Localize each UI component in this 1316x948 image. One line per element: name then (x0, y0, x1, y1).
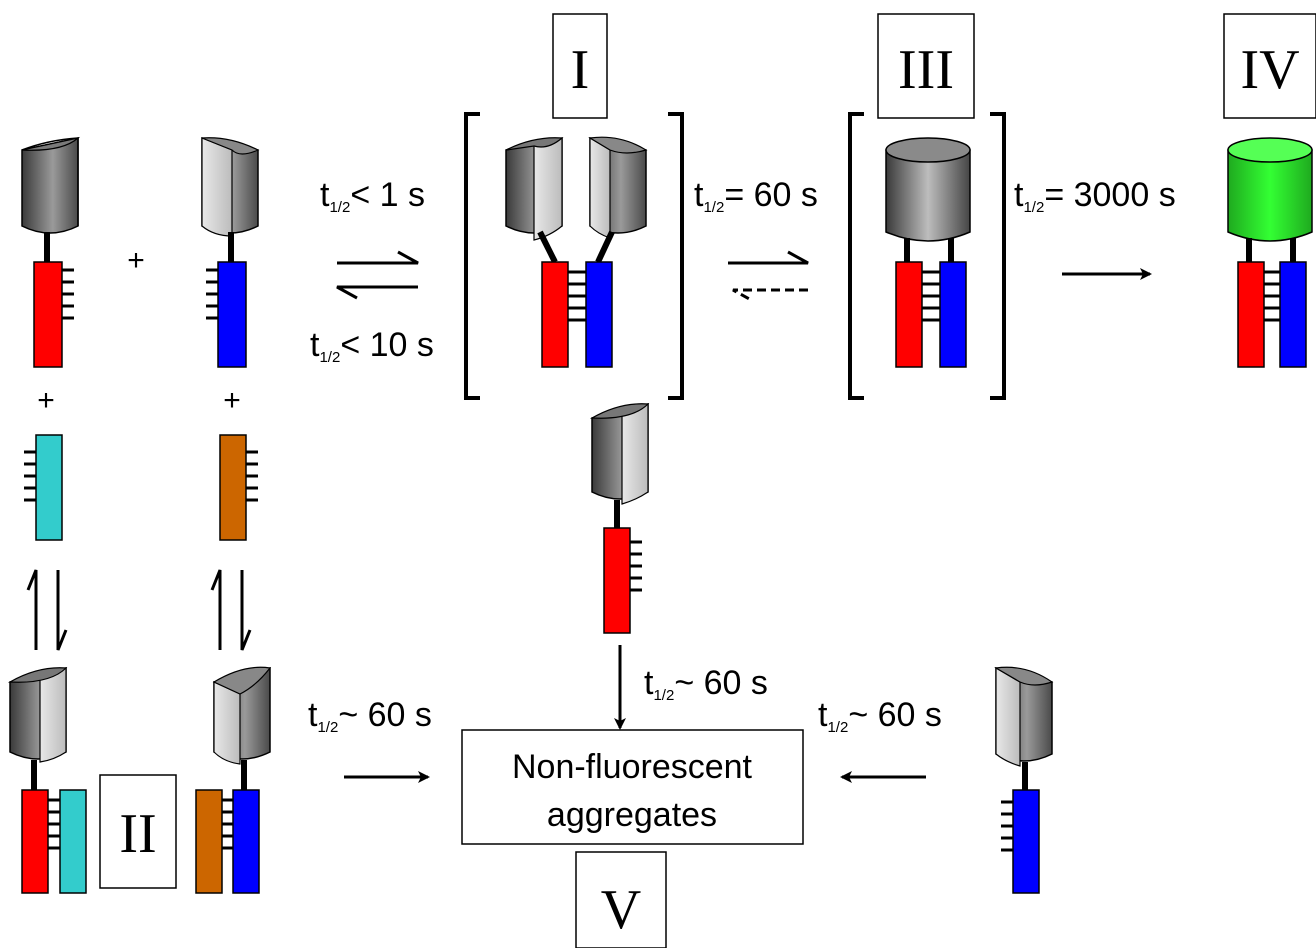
monomer-blue-topleft (201, 137, 260, 368)
label-III: III (898, 39, 954, 101)
rate-aggregates-right: t1/2~ 60 s (818, 696, 942, 736)
svg-text:t1/2= 3000 s: t1/2= 3000 s (1014, 176, 1176, 216)
aggregates-line1: Non-fluorescent (512, 748, 753, 786)
svg-text:t1/2< 10 s: t1/2< 10 s (310, 326, 434, 366)
bracket-III (848, 112, 1006, 400)
complex-I (505, 136, 648, 368)
rate-aggregates-left: t1/2~ 60 s (308, 696, 432, 736)
svg-text:t1/2= 60 s: t1/2= 60 s (694, 176, 818, 216)
label-box-IV: IV (1223, 13, 1316, 119)
monomer-blue-right (994, 666, 1054, 894)
label-box-II: II (99, 774, 177, 889)
rate-forward-2: t1/2= 60 s (694, 176, 818, 216)
rate-forward-1: t1/2< 1 s (320, 176, 425, 216)
equilibrium-arrows-step2 (728, 250, 809, 303)
duplex-red-cyan (7, 667, 87, 894)
label-IV: IV (1240, 39, 1299, 101)
rate-aggregates-top: t1/2~ 60 s (644, 664, 768, 704)
plus-sign: + (37, 384, 55, 417)
complement-strand-brown (219, 434, 258, 541)
duplex-brown-blue (195, 666, 272, 894)
complement-strand-cyan (24, 434, 63, 541)
complex-III (885, 137, 971, 368)
plus-sign: + (127, 244, 145, 277)
label-box-III: III (877, 13, 975, 119)
aggregates-line2: aggregates (547, 796, 717, 834)
label-V: V (601, 879, 641, 941)
svg-text:t1/2~ 60 s: t1/2~ 60 s (818, 696, 942, 736)
label-I: I (571, 39, 590, 101)
product-IV-fluorescent (1227, 137, 1313, 368)
label-box-V: V (575, 851, 667, 948)
equilibrium-arrows-step1 (336, 250, 419, 300)
plus-sign: + (223, 384, 241, 417)
label-II: II (119, 803, 156, 865)
monomer-red-middle (589, 403, 650, 634)
rate-reverse-1: t1/2< 10 s (310, 326, 434, 366)
bracket-I (464, 112, 684, 400)
label-box-I: I (552, 13, 608, 119)
svg-text:t1/2~ 60 s: t1/2~ 60 s (308, 696, 432, 736)
svg-text:t1/2~ 60 s: t1/2~ 60 s (644, 664, 768, 704)
svg-text:t1/2< 1 s: t1/2< 1 s (320, 176, 425, 216)
equilibrium-arrows-left (26, 569, 68, 651)
rate-forward-3: t1/2= 3000 s (1014, 176, 1176, 216)
equilibrium-arrows-right (210, 569, 252, 651)
aggregates-box: Non-fluorescent aggregates (461, 729, 804, 845)
monomer-red-topleft (21, 136, 81, 368)
